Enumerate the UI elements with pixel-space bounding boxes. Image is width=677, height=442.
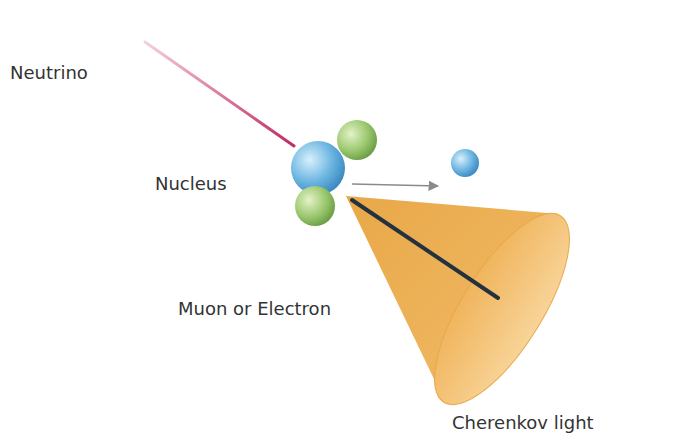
ejected-nucleon bbox=[451, 149, 479, 177]
neutron-sphere bbox=[295, 186, 335, 226]
neutron-sphere bbox=[337, 120, 377, 160]
label-text: Cherenkov light bbox=[452, 412, 594, 434]
label-text: Neutrino bbox=[10, 62, 88, 84]
cone-opening bbox=[410, 195, 594, 424]
lepton-track bbox=[352, 200, 498, 298]
label-text: Nucleus bbox=[155, 173, 227, 195]
label-text: Muon or Electron bbox=[178, 298, 331, 320]
neutrino-track bbox=[145, 42, 294, 146]
recoil-arrow bbox=[352, 184, 438, 186]
